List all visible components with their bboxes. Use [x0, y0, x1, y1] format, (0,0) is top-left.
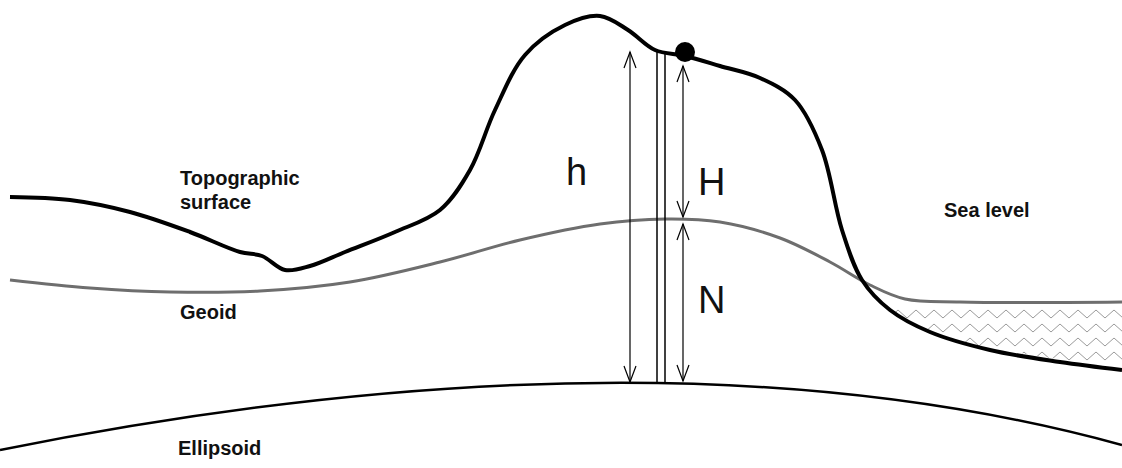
surface-label: Geoid — [180, 300, 237, 324]
surface-label: Ellipsoid — [178, 436, 261, 460]
arrow-head — [624, 52, 636, 68]
plumb-line — [656, 52, 658, 384]
height-symbol: H — [698, 160, 725, 206]
surface-label: Topographic surface — [180, 166, 320, 214]
water-zigzag — [880, 310, 1122, 318]
water-zigzag — [880, 338, 1122, 346]
arrow-head — [677, 201, 689, 217]
arrow-shaft — [682, 66, 683, 217]
arrow-head — [677, 224, 689, 240]
normal-line — [664, 52, 666, 384]
arrow-shaft — [629, 52, 630, 382]
arrow-head — [677, 66, 689, 82]
height-symbol: N — [698, 278, 725, 324]
surface-label: Sea level — [944, 198, 1030, 222]
arrow-shaft — [682, 224, 683, 381]
ellipsoid-curve — [0, 383, 1122, 450]
height-arrows — [624, 52, 689, 382]
height-symbol: h — [566, 150, 587, 196]
arrow-head — [624, 366, 636, 382]
geoid-curve — [10, 219, 1122, 303]
topographic-curve — [10, 16, 1122, 370]
point-marker — [675, 42, 695, 62]
arrow-head — [677, 365, 689, 381]
